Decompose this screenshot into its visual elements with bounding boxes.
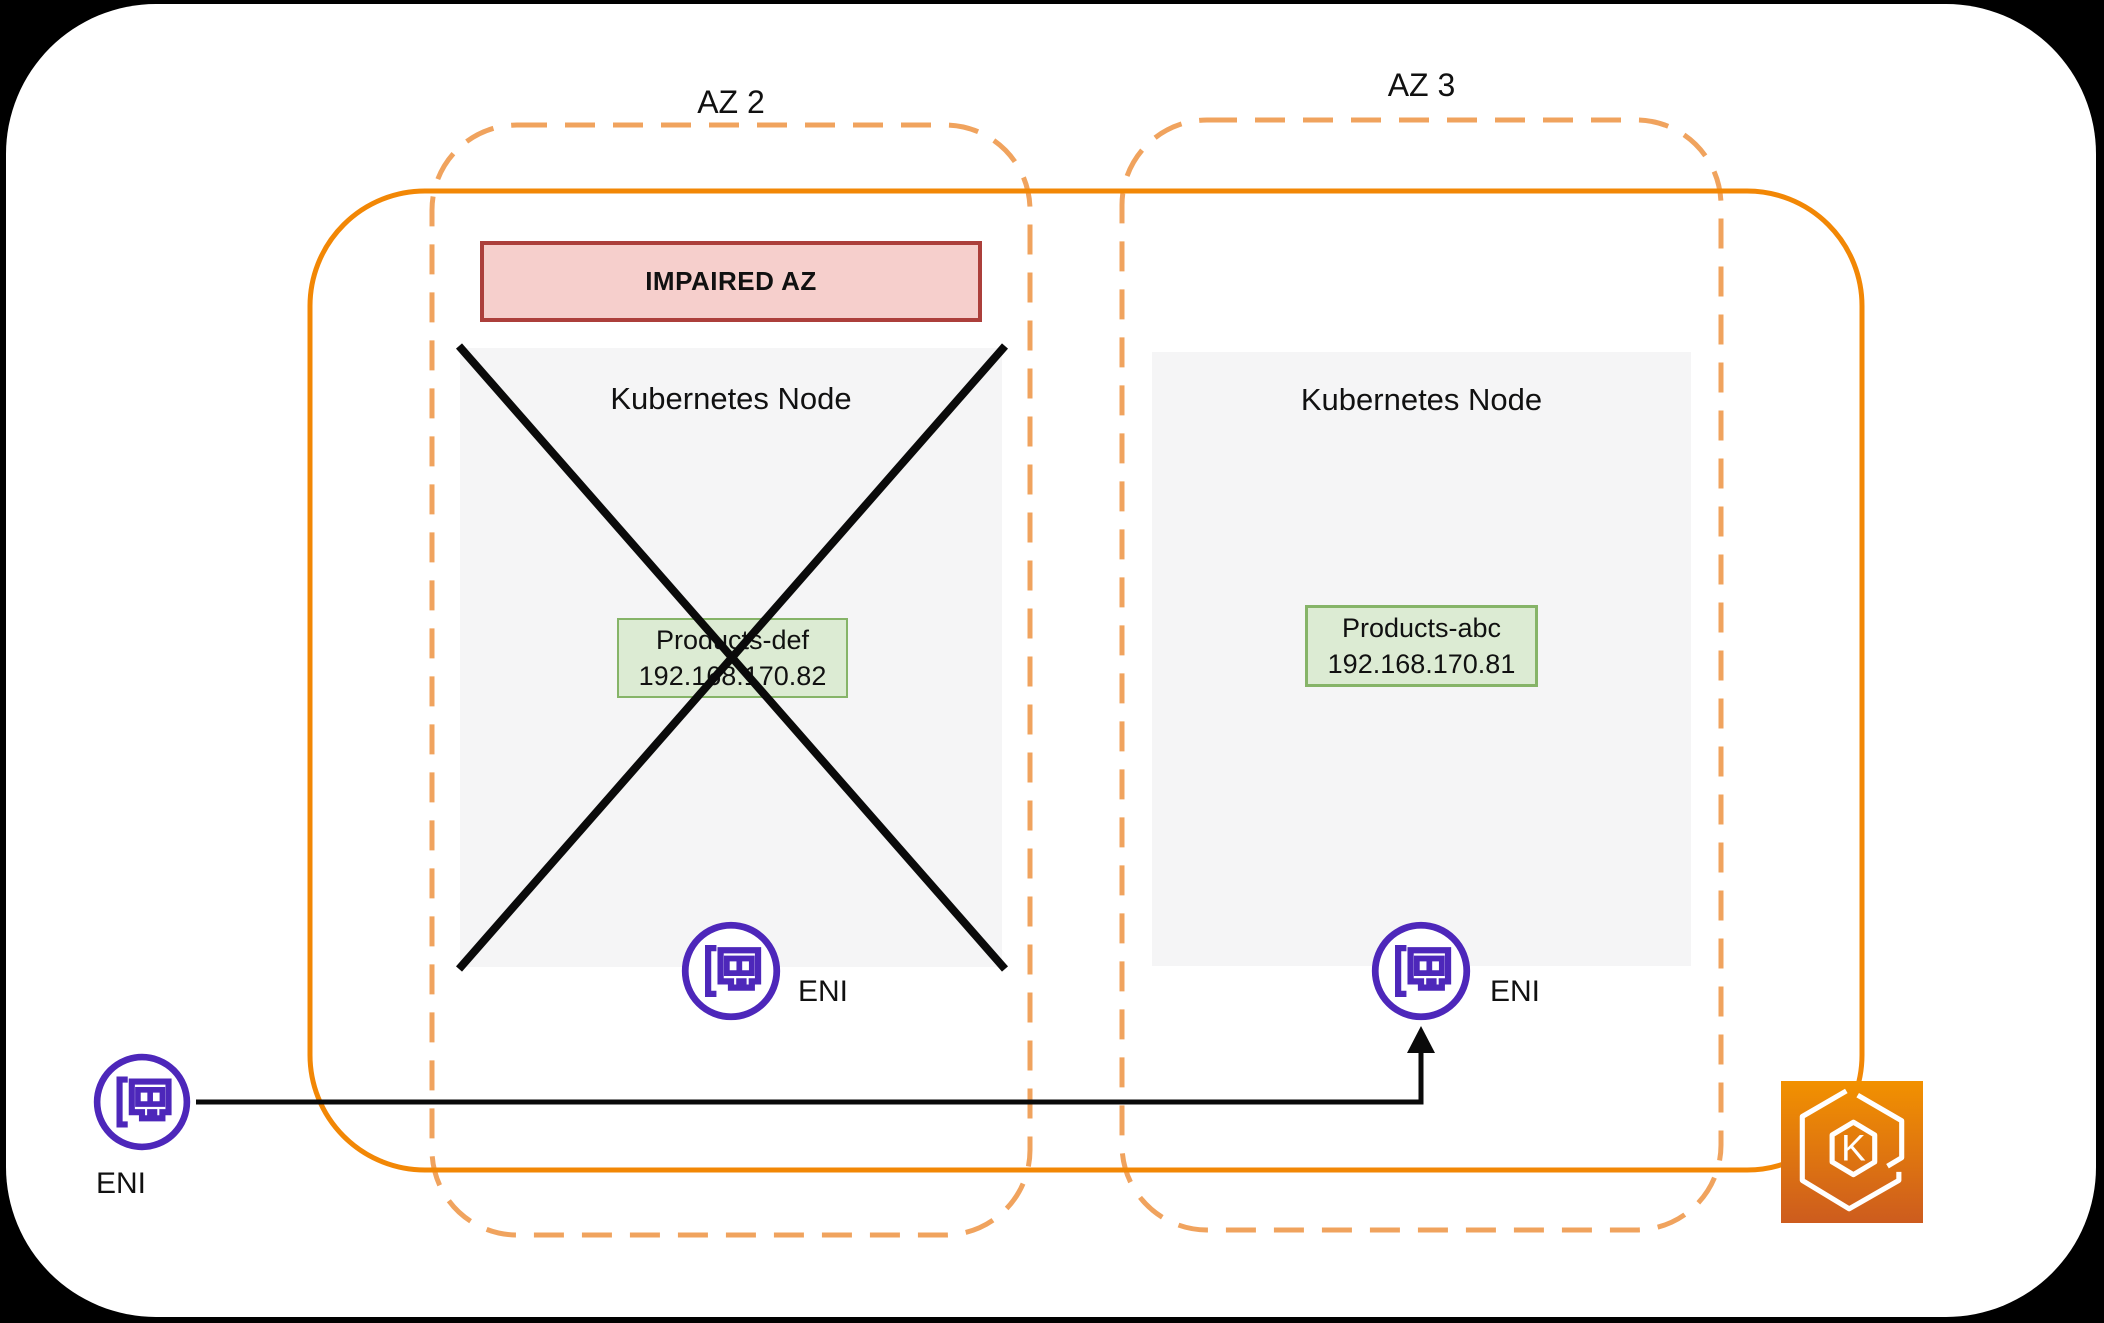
pod-products-abc-name: Products-abc [1341, 613, 1502, 643]
eni-label-az2: ENI [798, 975, 849, 1008]
pod-products-def-name: Products-def [655, 625, 810, 655]
pod-products-def-ip: 192.168.170.82 [638, 661, 827, 691]
eks-icon: K [1781, 1081, 1923, 1223]
impaired-az-banner-label: IMPAIRED AZ [645, 266, 817, 296]
eni-icon [681, 921, 781, 1021]
eni-label-external: ENI [95, 1167, 146, 1200]
az2-label: AZ 2 [697, 84, 765, 120]
impaired-az-banner: IMPAIRED AZ [480, 241, 982, 322]
eks-icon-letter: K [1841, 1128, 1866, 1169]
eni-label-az3: ENI [1490, 975, 1541, 1008]
kubernetes-node-az3-title: Kubernetes Node [1300, 382, 1543, 417]
eni-icon [1371, 921, 1471, 1021]
pod-products-def: Products-def 192.168.170.82 [617, 618, 848, 698]
pod-products-abc-ip: 192.168.170.81 [1327, 649, 1516, 679]
pod-products-abc: Products-abc 192.168.170.81 [1305, 605, 1538, 687]
kubernetes-node-az2-title: Kubernetes Node [610, 381, 852, 416]
eni-icon [93, 1053, 191, 1151]
az3-label: AZ 3 [1387, 67, 1456, 103]
